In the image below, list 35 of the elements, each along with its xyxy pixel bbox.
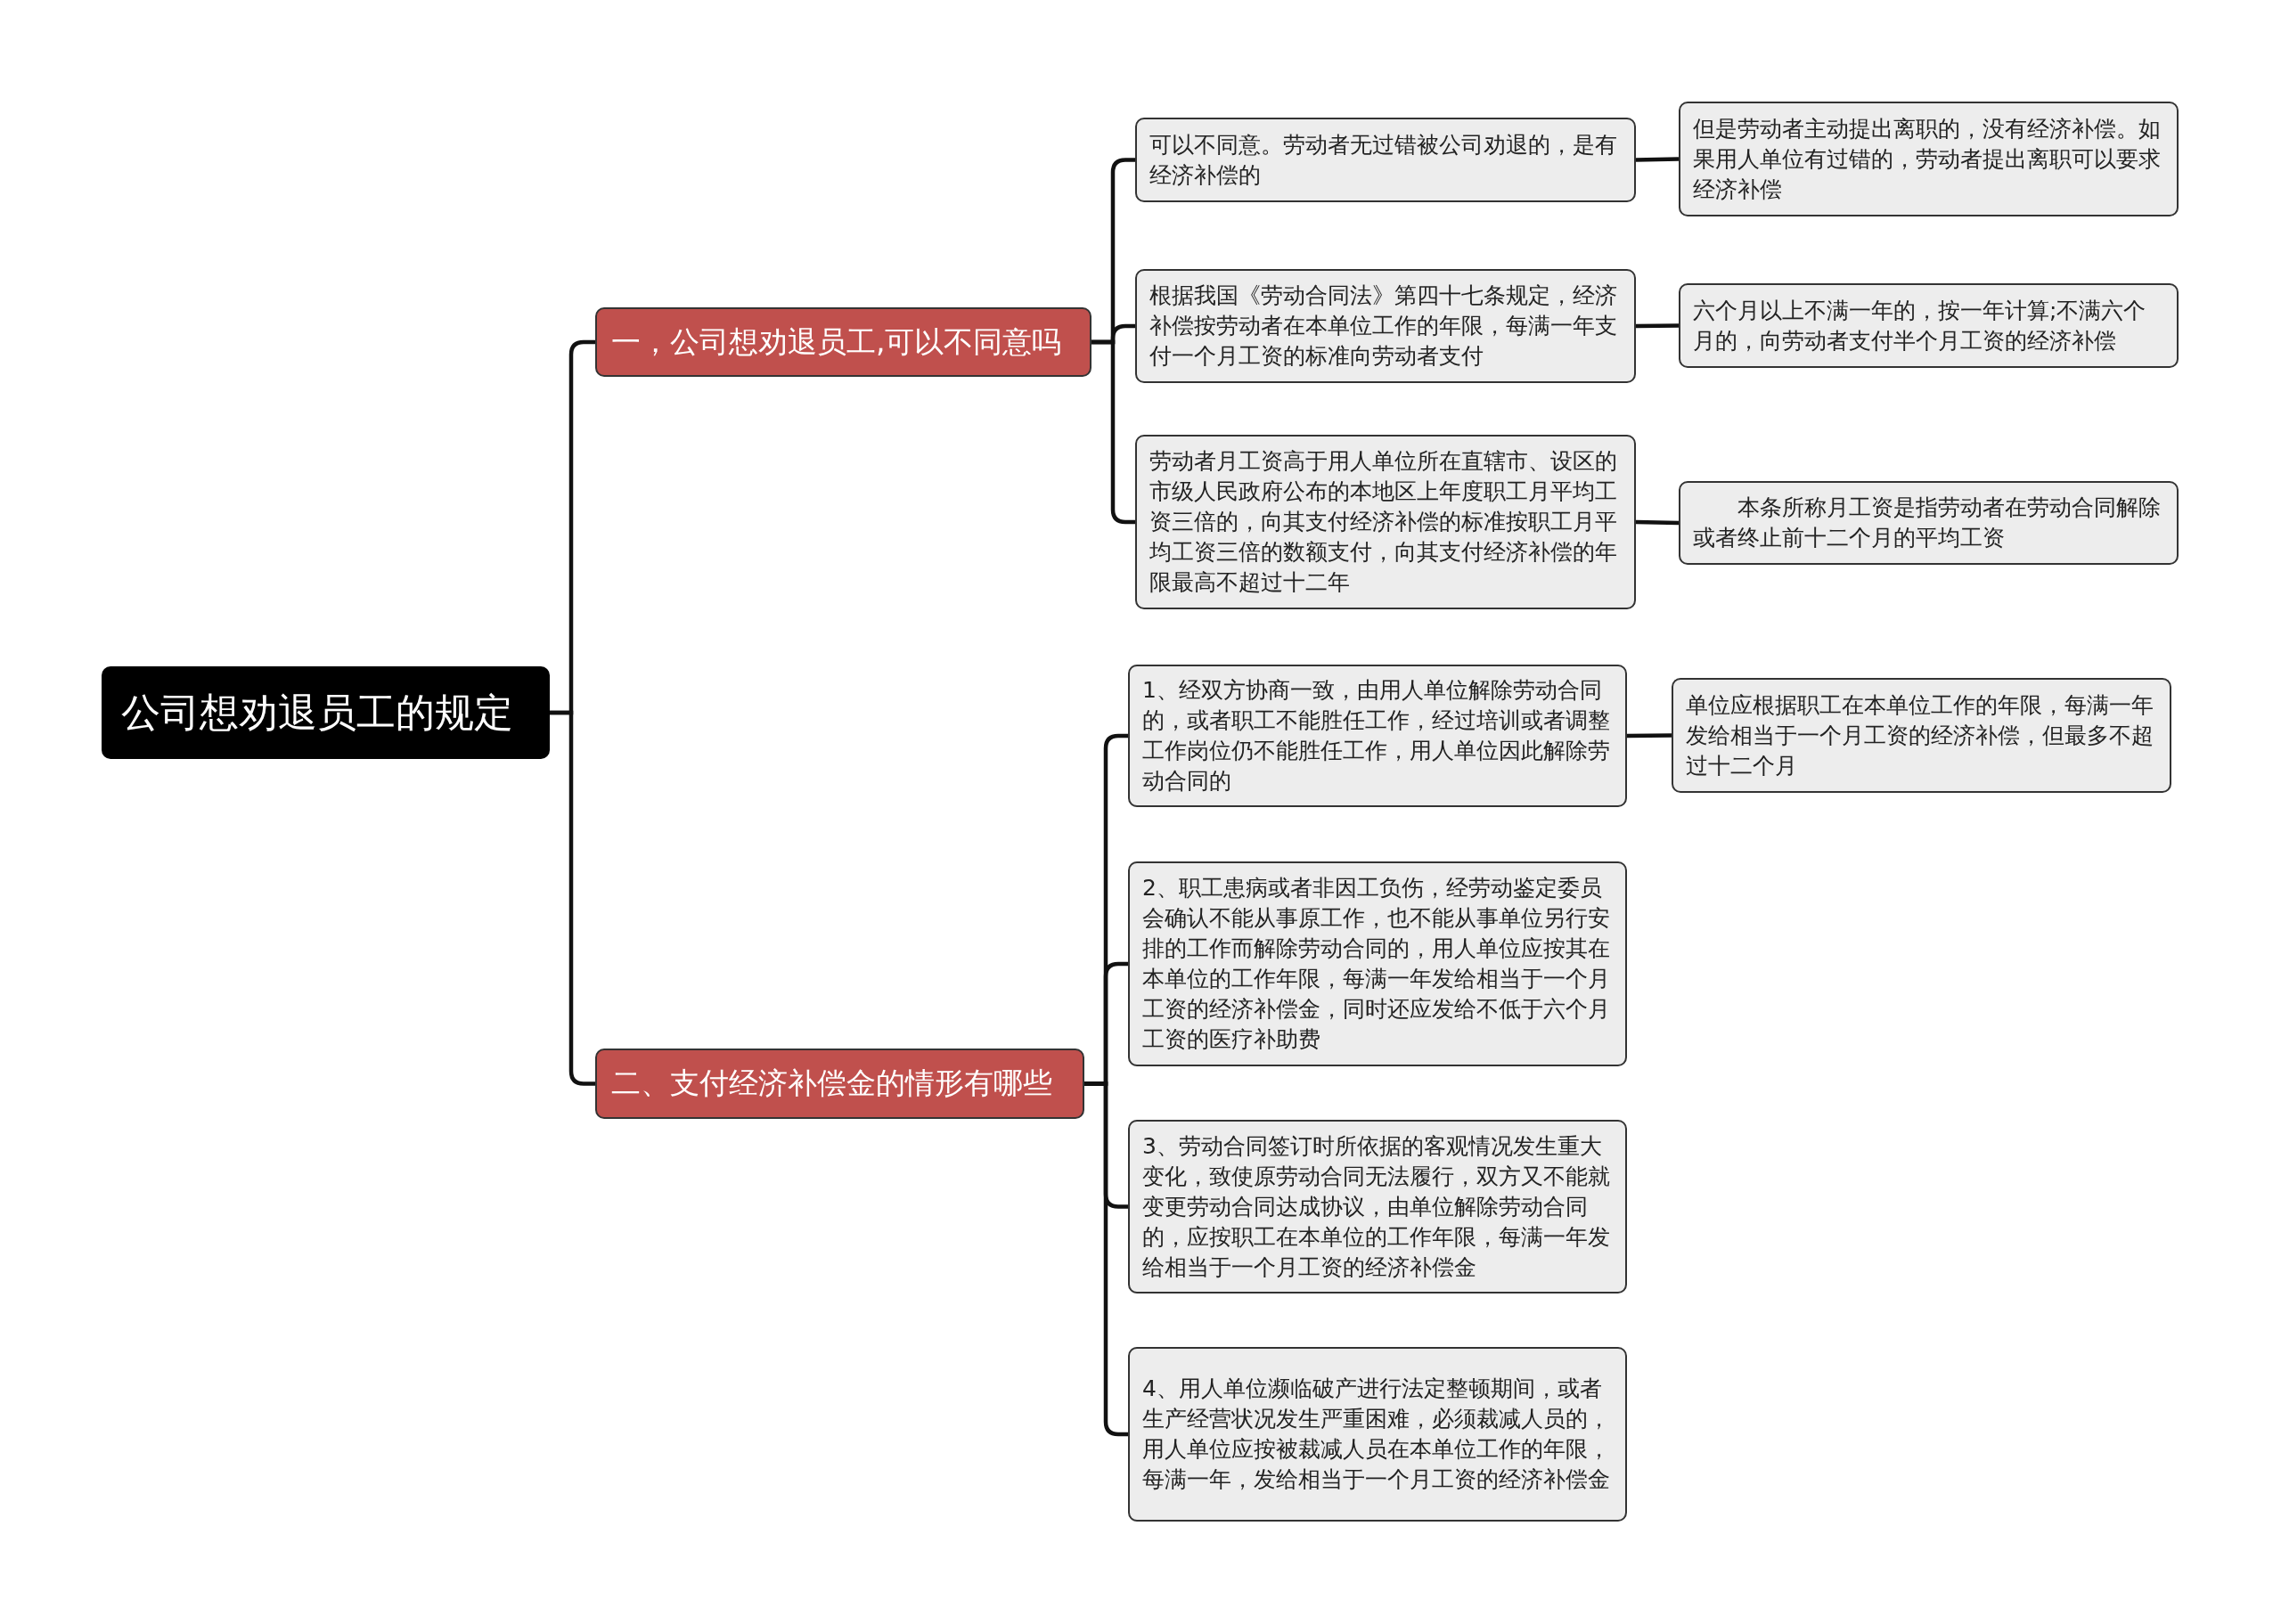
text-box <box>1128 1347 1627 1522</box>
connector-line <box>1635 519 1680 526</box>
topic-text: 4、用人单位濒临破产进行法定整顿期间，或者生产经营状况发生严重困难，必须裁减人员的，用人单位应按被裁减人员在本单位工作的年限，每满一年，发给相当于一个月工资的经济补偿金 <box>1142 1375 1611 1494</box>
root-topic <box>102 666 550 759</box>
topic-text: 2、职工患病或者非因工负伤，经劳动鉴定委员会确认不能从事原工作，也不能从事单位另行安排的工作而解除劳动合同的，用人单位应按其在本单位的工作年限，每满一年发给相当于一个月工资的经济补偿金，同时还应发给不低于六个月工资的医疗补助费 <box>1142 874 1611 1054</box>
topic-text: 一，公司想劝退员工,可以不同意吗 <box>611 322 1063 361</box>
text-box <box>1672 678 2171 793</box>
topic-text: 公司想劝退员工的规定 <box>121 688 514 737</box>
text-box <box>1135 435 1636 609</box>
topic-text: 单位应根据职工在本单位工作的年限，每满一年发给相当于一个月工资的经济补偿，但最多不超过十二个月 <box>1686 690 2154 780</box>
connector-line <box>1084 1081 1128 1437</box>
branch-topic <box>595 1049 1084 1119</box>
topic-text: 二、支付经济补偿金的情形有哪些 <box>611 1065 1053 1102</box>
topic-text: 本条所称月工资是指劳动者在劳动合同解除或者终止前十二个月的平均工资 <box>1693 494 2162 552</box>
text-box <box>1135 269 1636 383</box>
topic-text: 可以不同意。劳动者无过错被公司劝退的，是有经济补偿的 <box>1149 130 1618 190</box>
text-box <box>1128 1120 1627 1293</box>
text-box <box>1128 861 1627 1066</box>
topic-text: 3、劳动合同签订时所依据的客观情况发生重大变化，致使原劳动合同无法履行，双方又不能就变更劳动合同达成协议，由单位解除劳动合同的，应按职工在本单位的工作年限，每满一年发给相当于一个月工资的经济补偿金 <box>1142 1131 1611 1282</box>
topic-text: 但是劳动者主动提出离职的，没有经济补偿。如果用人单位有过错的，劳动者提出离职可以要求经济补偿 <box>1693 114 2162 204</box>
connector-line <box>1635 157 1680 162</box>
text-box <box>1128 665 1627 807</box>
branch-topic <box>595 307 1091 377</box>
text-box <box>1679 481 2179 565</box>
topic-text: 1、经双方协商一致，由用人单位解除劳动合同的，或者职工不能胜任工作，经过培训或者调整工作岗位仍不能胜任工作，用人单位因此解除劳动合同的 <box>1142 676 1611 796</box>
topic-text: 根据我国《劳动合同法》第四十七条规定，经济补偿按劳动者在本单位工作的年限，每满一年支付一个月工资的标准向劳动者支付 <box>1149 282 1618 371</box>
text-box <box>1135 118 1636 202</box>
topic-text: 六个月以上不满一年的，按一年计算;不满六个月的，向劳动者支付半个月工资的经济补偿 <box>1693 296 2147 355</box>
connector-line <box>1635 323 1680 329</box>
text-box <box>1679 102 2179 216</box>
text-box <box>1679 283 2179 368</box>
connector-line <box>1626 733 1672 739</box>
connector-line <box>550 710 595 1086</box>
connector-line <box>1091 339 1135 525</box>
topic-text: 劳动者月工资高于用人单位所在直辖市、设区的市级人民政府公布的本地区上年度职工月平均工资三倍的，向其支付经济补偿的标准按职工月平均工资三倍的数额支付，向其支付经济补偿的年限最高不超过十二年 <box>1149 447 1618 597</box>
